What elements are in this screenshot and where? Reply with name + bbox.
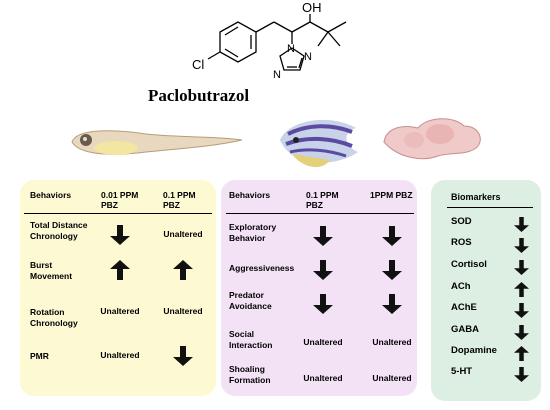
- biomarker-label: ACh: [451, 281, 471, 292]
- table1-col1-value: Unaltered: [100, 306, 140, 316]
- biomarker-label: 5-HT: [451, 366, 473, 377]
- table2-header-behaviors: Behaviors: [229, 190, 271, 200]
- compound-name: Paclobutrazol: [148, 86, 250, 105]
- biomarker-label: AChE: [451, 302, 477, 313]
- table1-row-label: PMR: [30, 351, 49, 361]
- biomarker-label: Dopamine: [451, 345, 497, 356]
- arrow-down-icon: [173, 346, 193, 371]
- arrow-down-icon: [513, 259, 529, 280]
- biomarker-label: ROS: [451, 237, 472, 248]
- triazole-n2: N: [304, 51, 312, 63]
- table2-row-label: Social Interaction: [229, 329, 273, 350]
- arrow-up-icon: [513, 345, 529, 366]
- table1-col2-value: Unaltered: [163, 306, 203, 316]
- arrow-down-icon: [313, 226, 333, 251]
- table1-header-col1: 0.01 PPM PBZ: [101, 190, 139, 210]
- biomarkers-header: Biomarkers: [451, 192, 501, 202]
- zebrafish-larva-illustration: [71, 130, 243, 155]
- arrow-down-icon: [110, 225, 130, 250]
- table2-col1-value: Unaltered: [303, 373, 343, 383]
- table2-row-label: Exploratory Behavior: [229, 222, 277, 243]
- table2-header-col1: 0.1 PPM PBZ: [306, 190, 339, 210]
- arrow-up-icon: [110, 260, 130, 285]
- table1-row-label: Total Distance Chronology: [30, 220, 88, 241]
- chlorine-label: Cl: [192, 57, 204, 72]
- biomarker-label: Cortisol: [451, 259, 487, 270]
- paclobutrazol-structure: Cl OH N N N: [192, 0, 347, 81]
- table2-col1-value: Unaltered: [303, 337, 343, 347]
- adult-zebrafish-illustration: [280, 119, 358, 168]
- arrow-down-icon: [313, 260, 333, 285]
- hydroxyl-label: OH: [302, 0, 322, 15]
- arrow-down-icon: [513, 302, 529, 323]
- arrow-down-icon: [513, 324, 529, 345]
- table2-row-label: Aggressiveness: [229, 263, 295, 273]
- biomarker-label: SOD: [451, 216, 472, 227]
- table1-col1-value: Unaltered: [100, 350, 140, 360]
- triazole-n3: N: [273, 69, 281, 81]
- table2-row-label: Shoaling Formation: [229, 364, 271, 385]
- arrow-up-icon: [513, 281, 529, 302]
- arrow-down-icon: [382, 226, 402, 251]
- table1-header-col2: 0.1 PPM PBZ: [163, 190, 196, 210]
- arrow-down-icon: [513, 237, 529, 258]
- arrow-up-icon: [173, 260, 193, 285]
- zebrafish-brain-illustration: [383, 118, 481, 160]
- arrow-down-icon: [382, 260, 402, 285]
- table2-header-rule: [226, 213, 414, 214]
- arrow-down-icon: [382, 294, 402, 319]
- table1-header-rule: [24, 213, 212, 214]
- table2-col2-value: Unaltered: [372, 337, 412, 347]
- table1-row-label: Burst Movement: [30, 260, 73, 281]
- triazole-n1: N: [287, 43, 295, 55]
- adult-behavior-panel: [221, 180, 417, 396]
- biomarker-label: GABA: [451, 324, 479, 335]
- table1-header-behaviors: Behaviors: [30, 190, 72, 200]
- arrow-down-icon: [513, 366, 529, 387]
- table1-row-label: Rotation Chronology: [30, 307, 78, 328]
- arrow-down-icon: [513, 216, 529, 237]
- table2-col2-value: Unaltered: [372, 373, 412, 383]
- table2-header-col2: 1PPM PBZ: [370, 190, 413, 200]
- arrow-down-icon: [313, 294, 333, 319]
- table1-col2-value: Unaltered: [163, 229, 203, 239]
- table2-row-label: Predator Avoidance: [229, 290, 272, 311]
- biomarkers-header-rule: [447, 207, 533, 208]
